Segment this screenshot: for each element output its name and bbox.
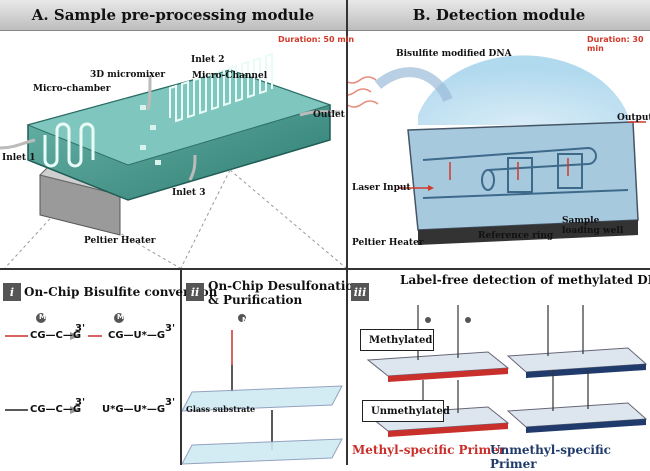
panel-ii-tag: ii: [186, 283, 204, 301]
unmethylated-arrow: Unmethylated: [362, 400, 450, 422]
unmethyl-specific-primer-label: Unmethyl-specific Primer: [490, 443, 611, 471]
bisulfite-conversion-diagram: [5, 313, 124, 414]
dna-row1-left: CG—C—G: [30, 330, 82, 341]
dna-row1-right: CG—U*—G: [108, 330, 166, 341]
label-glass-substrate: Glass substrate: [186, 404, 256, 414]
panel-iii-tag: iii: [351, 283, 369, 301]
label-sample-well: Sample loading well: [562, 216, 624, 236]
vertical-divider: [346, 0, 348, 465]
panel-i-title: On-Chip Bisulfite conversion: [24, 285, 218, 299]
detection-chip-diagram: [348, 55, 646, 245]
microfluidic-chip-diagram: [0, 52, 346, 268]
three-prime-3: 3': [75, 397, 86, 408]
label-outlet: Outlet: [313, 110, 345, 120]
three-prime-4: 3': [165, 397, 176, 408]
three-prime-2: 3': [165, 323, 176, 334]
label-bisulfite-dna: Bisulfite modified DNA: [396, 49, 512, 59]
header-a-text: A. Sample pre-processing module: [31, 6, 315, 24]
label-inlet-1: Inlet 1: [2, 153, 36, 163]
label-output: Output: [617, 113, 650, 123]
label-micro-chamber: Micro-chamber: [33, 84, 111, 94]
header-b-text: B. Detection module: [412, 6, 586, 24]
label-3d-micromixer: 3D micromixer: [90, 70, 166, 80]
header-detection: B. Detection module: [348, 0, 650, 31]
methyl-specific-primer-label: Methyl-specific Primer: [352, 443, 506, 457]
methylated-label: Methylated: [369, 334, 433, 346]
methyl-mark-1: M: [39, 313, 46, 321]
label-laser-input: Laser Input: [352, 183, 411, 193]
duration-b: Duration: 30 min: [587, 35, 644, 53]
panel-i-tag: i: [3, 283, 21, 301]
methyl-mark-3: M: [242, 316, 249, 324]
three-prime-1: 3': [75, 323, 86, 334]
header-sample-preprocessing: A. Sample pre-processing module: [0, 0, 346, 31]
methylated-arrow: Methylated: [360, 329, 434, 351]
duration-a: Duration: 50 min: [278, 35, 355, 44]
panel-iii-title: Label-free detection of methylated DNA: [400, 273, 650, 287]
dna-row2-left: CG—C—G: [30, 404, 82, 415]
panel-ii-title: On-Chip Desulfonation & Purification: [208, 279, 363, 307]
label-inlet-3: Inlet 3: [172, 188, 206, 198]
desulfonation-diagram: [182, 314, 343, 465]
label-peltier-heater-b: Peltier Heater: [352, 238, 424, 248]
divider-i-ii: [180, 269, 182, 465]
label-reference-ring: Reference ring: [478, 231, 554, 241]
label-inlet-2: Inlet 2: [191, 55, 225, 65]
unmethylated-label: Unmethylated: [371, 405, 450, 417]
methyl-mark-2: M: [117, 313, 124, 321]
label-peltier-heater-a: Peltier Heater: [84, 236, 156, 246]
horizontal-divider: [0, 268, 650, 270]
label-micro-channel: Micro-Channel: [192, 71, 268, 81]
dna-row2-right: U*G—U*—G: [102, 404, 166, 415]
